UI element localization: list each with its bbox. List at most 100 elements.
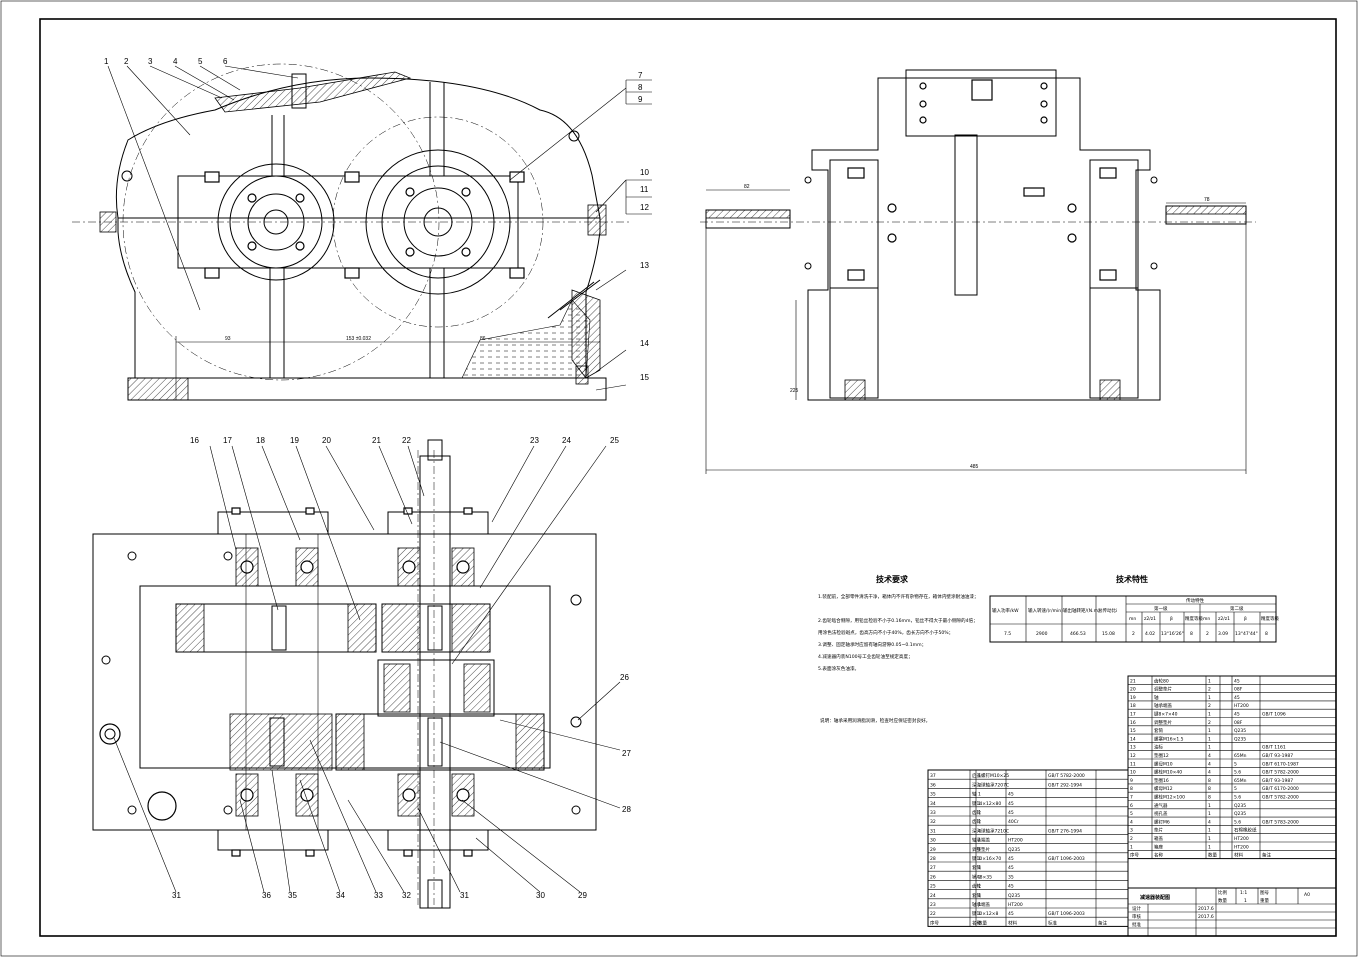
parts-right-cell: 1: [1208, 745, 1211, 751]
title-name: 减速器装配图: [1140, 894, 1170, 901]
spec-v-5: 4.02: [1145, 631, 1155, 637]
tech-req-line-1: 1.装配前，全部零件清洗干净，箱体内不许有杂物存在，箱体内壁涂耐油油漆；: [818, 593, 979, 600]
parts-right-cell: 5: [1130, 811, 1133, 817]
spec-v-8: 2: [1206, 631, 1209, 637]
title-scale-label: 比例: [1218, 889, 1227, 896]
spec-v-0: 7.5: [1004, 631, 1011, 637]
front-view: 93 153 ±0.032 86: [72, 63, 630, 401]
title-date1: 2017.6: [1198, 906, 1214, 912]
parts-right-cell: 13: [1130, 745, 1136, 751]
parts-right-cell: 调整垫片: [1154, 686, 1172, 693]
parts-left-cell: 45: [1008, 884, 1014, 890]
front-balloons: 1 2 3 4 5 6 7 8 9 10 11 12 13 14 15: [104, 57, 652, 382]
parts-right-cell: 15: [1130, 728, 1136, 734]
parts-right-cell: 油标: [1154, 744, 1163, 751]
parts-left-cell: 26: [930, 874, 936, 880]
parts-right-cell: 45: [1234, 678, 1240, 684]
dim-side-height: 225: [790, 388, 799, 394]
parts-right-cell: 65Mn: [1234, 753, 1247, 759]
parts-left-cell: 销A8×35: [972, 873, 992, 880]
parts-right-cell: 65Mn: [1234, 778, 1247, 784]
parts-left-cell: 1: [978, 801, 981, 807]
parts-right-cell: 19: [1130, 695, 1136, 701]
balloon-3: 3: [148, 57, 153, 66]
spec-h-trans: 传动特性: [1186, 597, 1204, 604]
parts-right-cell: 45: [1234, 712, 1240, 718]
spec-v-4: 2: [1132, 631, 1135, 637]
spec-h-torque: 输出轴转矩/(N.m): [1063, 607, 1100, 614]
balloon-31-left: 31: [172, 891, 181, 900]
tech-spec-title: 技术特性: [1116, 574, 1148, 584]
balloon-11: 11: [640, 185, 649, 194]
parts-left-cell: 备注: [1098, 919, 1107, 926]
parts-left-cell: 45: [1008, 792, 1014, 798]
parts-right-cell: 8: [1208, 795, 1211, 801]
balloon-29: 29: [578, 891, 587, 900]
parts-right-cell: 4: [1208, 819, 1211, 825]
parts-left-cell: 24: [930, 893, 936, 899]
parts-left-cell: 23: [930, 902, 936, 908]
spec-p-4: mn: [1203, 617, 1210, 622]
parts-right-cell: 21: [1130, 678, 1136, 684]
parts-right-cell: HT200: [1234, 844, 1249, 850]
parts-left-cell: 37: [930, 773, 936, 779]
spec-p-7: 精度等级: [1261, 615, 1279, 622]
parts-left-cell: 键10×12×8: [972, 910, 998, 917]
parts-right-cell: 8: [1130, 786, 1133, 792]
parts-right-cell: 20: [1130, 687, 1136, 693]
spec-v-6: 13°16'26": [1161, 631, 1184, 637]
parts-right-cell: 2: [1208, 703, 1211, 709]
spec-v-11: 8: [1265, 631, 1268, 637]
parts-left-cell: Q235: [1008, 847, 1020, 853]
balloon-33: 33: [374, 891, 383, 900]
tech-requirements: 技术要求 1.装配前，全部零件清洗干净，箱体内不许有杂物存在，箱体内壁涂耐油油漆…: [818, 574, 979, 724]
tech-req-line-4: 3.调整、固定轴承时应留有轴向游隙0.05~0.1mm；: [818, 641, 926, 648]
parts-right-cell: 石棉橡胶纸: [1234, 827, 1257, 834]
title-size: A0: [1304, 892, 1310, 898]
parts-left-cell: 1: [978, 773, 981, 779]
title-qty-label: 数量: [1218, 897, 1227, 904]
balloon-22: 22: [402, 436, 411, 445]
parts-right-cell: 轴: [1154, 694, 1159, 701]
balloon-12: 12: [640, 203, 649, 212]
parts-left-cell: 名称: [972, 919, 981, 926]
tech-spec-table: 技术特性 输入功率/kW 输入转速/(r/min) 输出轴转矩/(N.m) 总传…: [989, 574, 1279, 643]
inner-frame: [39, 18, 1337, 937]
parts-right-cell: 1: [1208, 811, 1211, 817]
parts-right-cell: 2: [1208, 720, 1211, 726]
parts-right-cell: 12: [1130, 753, 1136, 759]
balloon-18: 18: [256, 436, 265, 445]
balloon-17: 17: [223, 436, 232, 445]
balloon-6: 6: [223, 57, 228, 66]
balloon-15: 15: [640, 373, 649, 382]
balloon-25: 25: [610, 436, 619, 445]
spec-v-9: 3.09: [1218, 631, 1228, 637]
title-date2: 2017.6: [1198, 914, 1214, 920]
parts-right-cell: 8: [1208, 786, 1211, 792]
parts-right-cell: 垫片: [1154, 827, 1163, 834]
dim-side-total: 485: [970, 464, 979, 470]
parts-left-cell: 轴承端盖: [972, 837, 990, 844]
parts-right-cell: 4: [1130, 819, 1133, 825]
parts-left-cell: 1: [978, 902, 981, 908]
parts-right-cell: GB/T 5782-2000: [1262, 795, 1299, 801]
parts-left-cell: Q235: [1008, 893, 1020, 899]
parts-right-cell: 08F: [1234, 687, 1243, 693]
parts-left-cell: 22: [930, 911, 936, 917]
title-approver: 批准: [1132, 921, 1141, 928]
parts-left-cell: 材料: [1008, 919, 1017, 926]
parts-right-cell: GB/T 5783-2000: [1262, 819, 1299, 825]
parts-right-cell: 1: [1130, 844, 1133, 850]
parts-left-cell: GB/T 292-1994: [1048, 782, 1082, 788]
spec-v-10: 13°47'44": [1235, 631, 1258, 637]
parts-right-cell: 垫圈16: [1154, 777, 1169, 784]
parts-left-cell: 数量: [978, 919, 987, 926]
title-sheet-label: 图号: [1260, 890, 1269, 896]
spec-v-2: 466.53: [1070, 631, 1086, 637]
balloon-31: 31: [460, 891, 469, 900]
parts-right-cell: 齿轮80: [1154, 677, 1169, 684]
parts-right-cell: 名称: [1154, 852, 1163, 859]
parts-right-cell: 序号: [1130, 852, 1139, 859]
balloon-23: 23: [530, 436, 539, 445]
